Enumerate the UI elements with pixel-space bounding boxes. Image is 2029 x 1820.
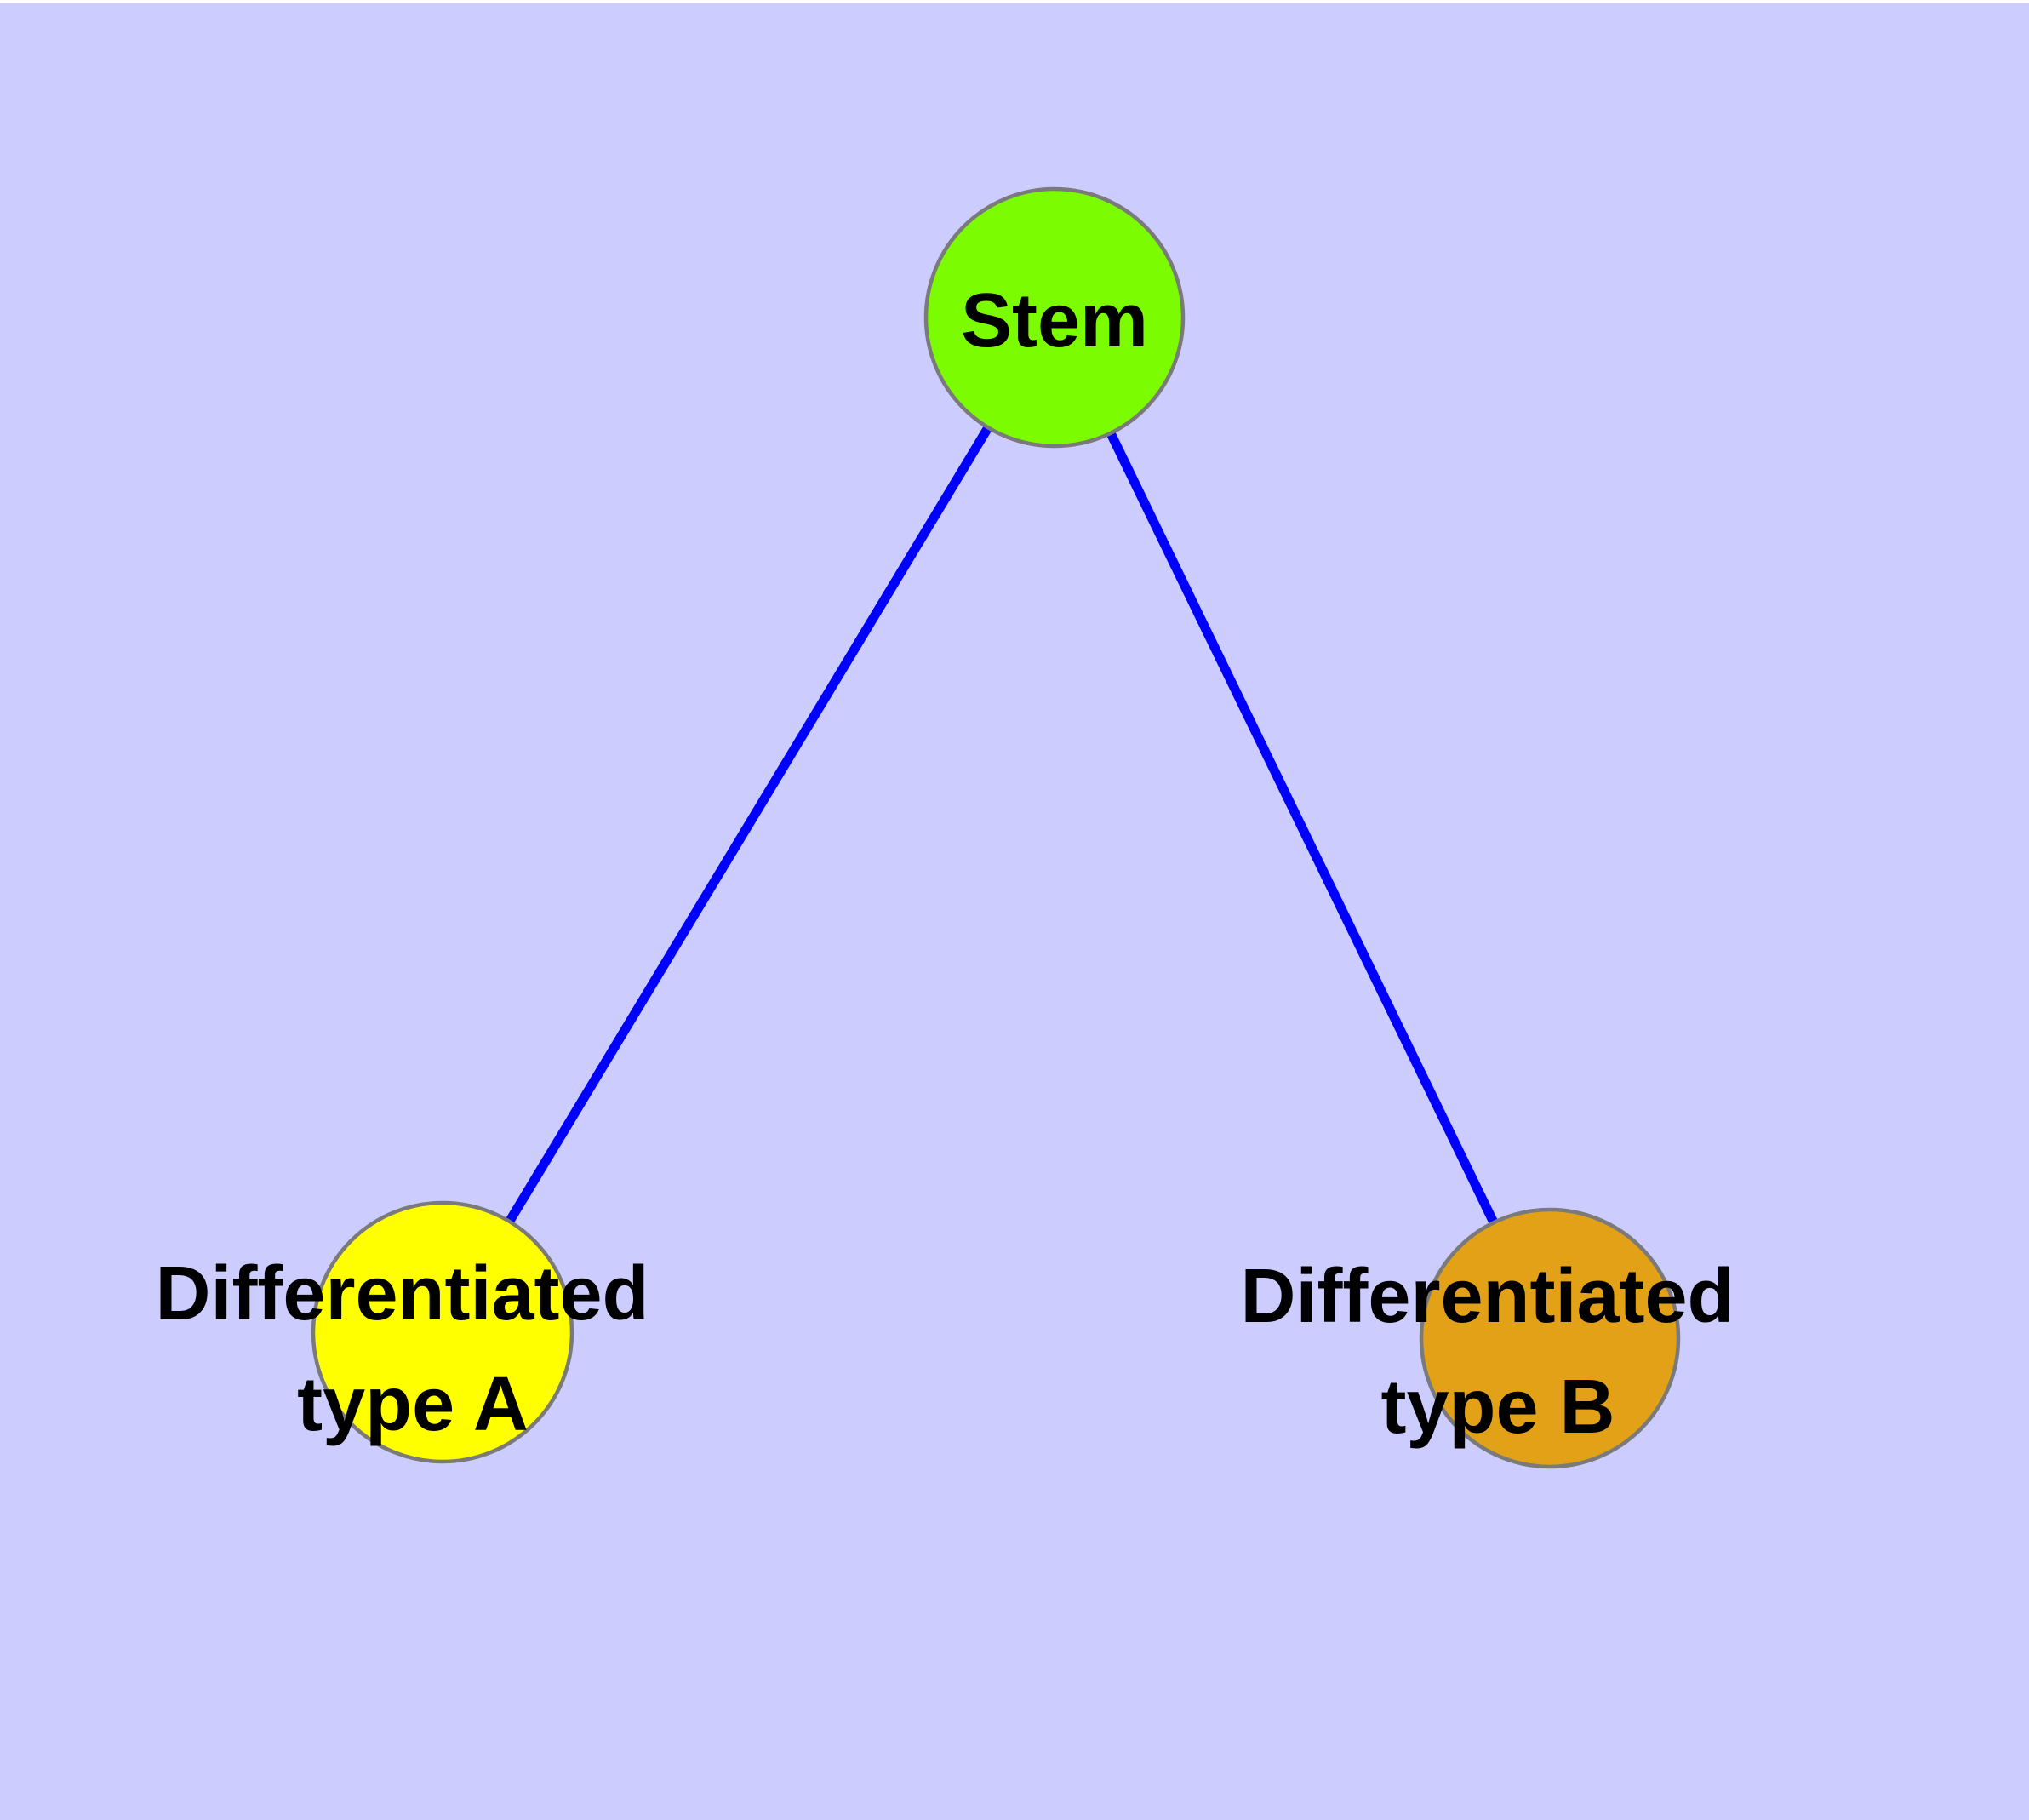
node-stem-label: Stem xyxy=(961,278,1148,363)
node-differentiated-type-b xyxy=(1419,1207,1681,1469)
node-differentiated-type-a xyxy=(311,1200,574,1464)
node-type-b-label: Differentiated type B xyxy=(1240,1254,1755,1450)
edge-stem-to-type-b xyxy=(1050,315,1554,1341)
node-type-b-label-line2: type B xyxy=(1380,1365,1615,1450)
node-stem xyxy=(923,186,1186,449)
node-type-a-label-line1: Differentiated xyxy=(155,1251,649,1336)
node-type-a-label-line2: type A xyxy=(297,1362,529,1447)
node-type-b-label-line1: Differentiated xyxy=(1240,1254,1734,1339)
node-type-a-label: Differentiated type A xyxy=(155,1251,670,1447)
edge-stem-to-type-a xyxy=(438,315,1059,1335)
